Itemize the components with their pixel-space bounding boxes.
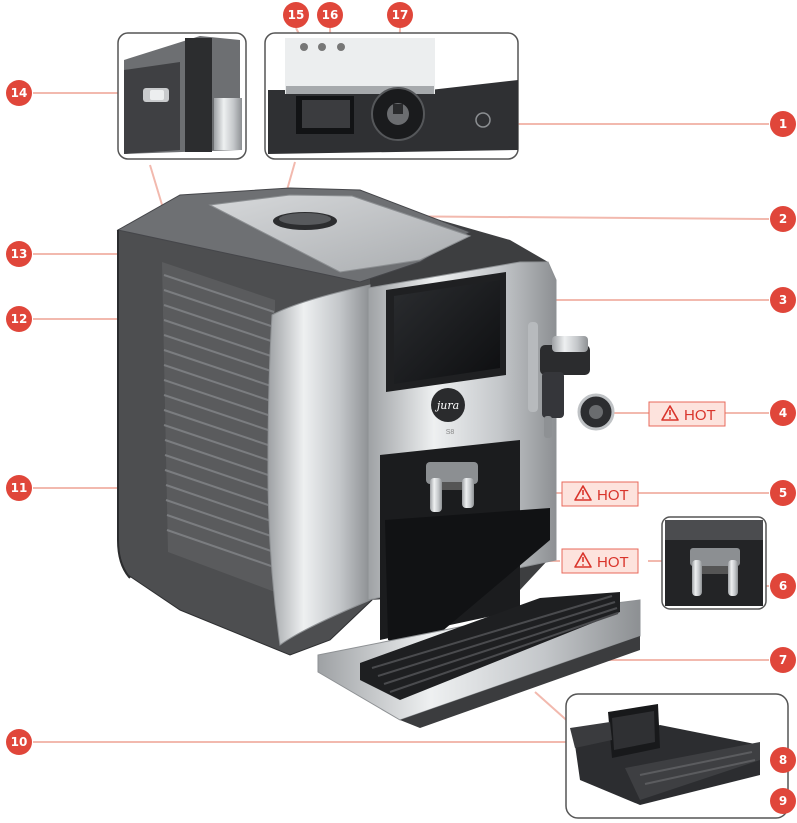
brand-emblem [431,388,465,422]
svg-text:10: 10 [11,735,28,749]
callout-16: 16 [317,2,343,28]
callout-10: 10 [6,729,32,755]
water-tank-cover-icon [475,112,491,128]
callout-9: 9 [770,788,796,814]
callout-7: 7 [770,647,796,673]
hot-label-5: HOT [561,481,639,507]
chrome-side-panel [267,284,371,646]
inset-coffee-spout [661,516,767,610]
svg-text:HOT: HOT [597,487,629,504]
svg-text:8: 8 [779,753,787,767]
svg-text:2: 2 [779,212,787,226]
svg-text:17: 17 [392,8,409,22]
icon-strip [300,43,345,51]
leader-inset-b [286,161,296,191]
svg-text:12: 12 [11,312,28,326]
info-icon-1 [300,43,308,51]
inset-drip-tray-parts [565,693,789,819]
svg-text:16: 16 [322,8,339,22]
grill-slats [163,274,275,568]
svg-text:9: 9 [779,794,787,808]
hot-label-4: HOT [648,401,726,427]
svg-text:13: 13 [11,247,28,261]
warning-triangle-icon [661,405,679,421]
svg-text:3: 3 [779,293,787,307]
callout-14: 14 [6,80,32,106]
inset-bean-compartment [264,32,519,160]
callout-11: 11 [6,475,32,501]
callout-8: 8 [770,747,796,773]
svg-text:7: 7 [779,653,787,667]
touch-display [394,280,500,384]
drip-tray [317,592,641,728]
svg-text:6: 6 [779,579,787,593]
machine-body: jura S8 [116,187,641,728]
svg-text:14: 14 [11,86,28,100]
callout-17: 17 [387,2,413,28]
callout-5: 5 [770,480,796,506]
svg-text:5: 5 [779,486,787,500]
svg-text:HOT: HOT [684,407,716,424]
callout-1: 1 [770,111,796,137]
svg-text:15: 15 [288,8,305,22]
svg-text:11: 11 [11,481,28,495]
callout-badges: 1 2 3 4 5 6 7 8 9 10 11 12 13 14 15 16 1… [6,2,796,814]
leader-2 [365,215,770,220]
svg-text:HOT: HOT [597,554,629,571]
callout-2: 2 [770,206,796,232]
callout-4: 4 [770,400,796,426]
left-rear-edge [117,230,131,579]
hot-label-6: HOT [561,548,639,574]
info-icon-3 [337,43,345,51]
model-label: S8 [446,429,455,436]
cup-platform [385,508,550,650]
warning-triangle-icon [574,485,592,501]
milk-spout [528,322,615,438]
bean-container-lid [208,194,472,273]
callout-12: 12 [6,306,32,332]
warning-triangle-icon [574,552,592,568]
svg-text:1: 1 [779,117,787,131]
coffee-spout [426,462,478,512]
callout-3: 3 [770,287,796,313]
inset-water-tank-lid [117,32,247,160]
callout-13: 13 [6,241,32,267]
callout-6: 6 [770,573,796,599]
info-icon-2 [318,43,326,51]
svg-text:4: 4 [779,406,787,420]
callout-15: 15 [283,2,309,28]
brand-label: jura [434,399,459,412]
